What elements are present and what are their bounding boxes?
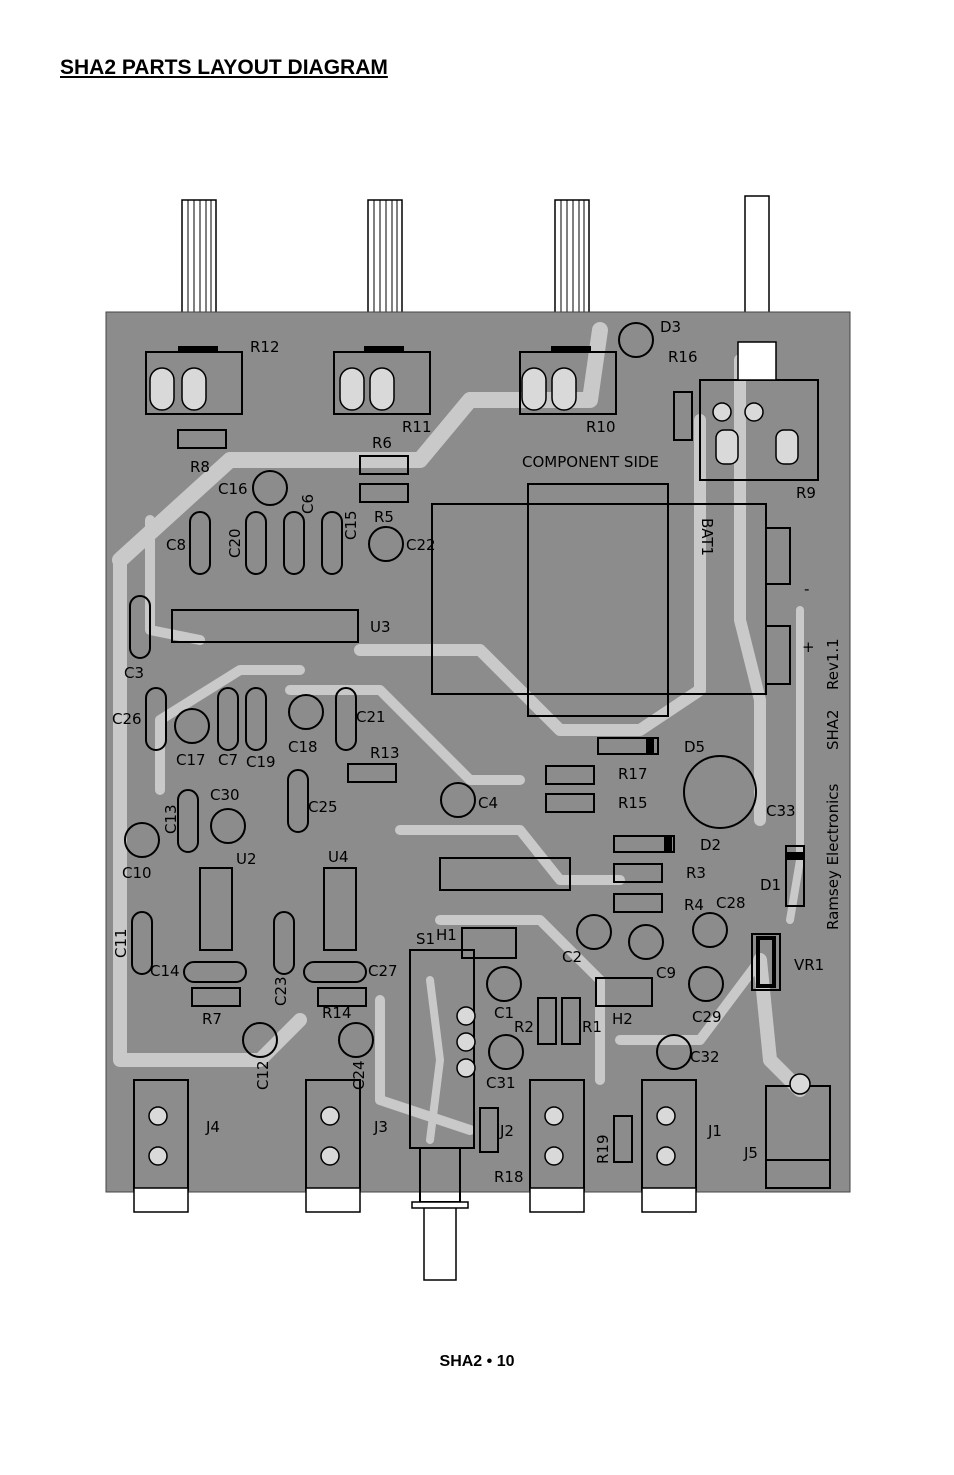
label-r15: R15 [618, 794, 648, 812]
diodes [597, 322, 805, 907]
label-c2: C2 [562, 948, 582, 966]
label-j4: J4 [205, 1118, 220, 1136]
label-u4: U4 [328, 848, 349, 866]
label-c19: C19 [246, 753, 276, 771]
label-h2: H2 [612, 1010, 633, 1028]
label-r3: R3 [686, 864, 706, 882]
label-r13: R13 [370, 744, 400, 762]
label-vr1: VR1 [794, 956, 824, 974]
label-c21: C21 [356, 708, 386, 726]
label-plus: + [802, 638, 815, 656]
label-h1: H1 [436, 926, 457, 944]
label-revision: Rev1.1 [824, 638, 842, 690]
label-c12: C12 [254, 1060, 272, 1090]
label-r19: R19 [594, 1134, 612, 1164]
label-brand: Ramsey Electronics [824, 783, 842, 930]
label-c6: C6 [299, 494, 317, 514]
label-j1: J1 [707, 1122, 722, 1140]
label-r1: R1 [582, 1018, 602, 1036]
label-d1: D1 [760, 876, 781, 894]
label-c7: C7 [218, 751, 238, 769]
label-c14: C14 [150, 962, 180, 980]
page-title: SHA2 PARTS LAYOUT DIAGRAM [60, 56, 388, 79]
label-r8: R8 [190, 458, 210, 476]
label-c15: C15 [342, 510, 360, 540]
label-c17: C17 [176, 751, 206, 769]
label-c33: C33 [766, 802, 796, 820]
label-u3: U3 [370, 618, 391, 636]
pot-r9 [699, 341, 819, 481]
label-c31: C31 [486, 1074, 516, 1092]
label-s1: S1 [416, 930, 435, 948]
label-d5: D5 [684, 738, 705, 756]
label-c3: C3 [124, 664, 144, 682]
label-r18: R18 [494, 1168, 524, 1186]
capacitors [124, 470, 757, 1070]
label-d2: D2 [700, 836, 721, 854]
label-c23: C23 [272, 976, 290, 1006]
jacks [133, 1073, 831, 1213]
label-c29: C29 [692, 1008, 722, 1026]
label-j3: J3 [373, 1118, 388, 1136]
label-c24: C24 [350, 1060, 368, 1090]
label-c20: C20 [226, 528, 244, 558]
label-u2: U2 [236, 850, 257, 868]
label-d3: D3 [660, 318, 681, 336]
label-model: SHA2 [824, 709, 842, 750]
component-labels: R12 R11 R10 D3 R16 R9 R8 R6 R5 COMPONENT… [112, 318, 842, 1186]
label-c9: C9 [656, 964, 676, 982]
label-c4: C4 [478, 794, 498, 812]
label-c11: C11 [112, 928, 130, 958]
label-r4: R4 [684, 896, 704, 914]
label-c25: C25 [308, 798, 338, 816]
label-r12: R12 [250, 338, 280, 356]
label-r10: R10 [586, 418, 616, 436]
integrated-circuits [171, 609, 571, 951]
resistors [177, 391, 693, 1163]
copper-traces [112, 322, 807, 1144]
label-c1: C1 [494, 1004, 514, 1022]
label-r2: R2 [514, 1018, 534, 1036]
page-footer: SHA2 • 10 [439, 1353, 515, 1370]
label-r17: R17 [618, 765, 648, 783]
label-r7: R7 [202, 1010, 222, 1028]
label-c32: C32 [690, 1048, 720, 1066]
label-c16: C16 [218, 480, 248, 498]
label-r14: R14 [322, 1004, 352, 1022]
label-j2: J2 [499, 1122, 514, 1140]
potentiometers [145, 346, 617, 415]
label-c26: C26 [112, 710, 142, 728]
label-r9: R9 [796, 484, 816, 502]
regulator-headers-switch [409, 927, 781, 1281]
label-c27: C27 [368, 962, 398, 980]
label-c28: C28 [716, 894, 746, 912]
label-r16: R16 [668, 348, 698, 366]
label-c22: C22 [406, 536, 436, 554]
label-c18: C18 [288, 738, 318, 756]
label-j5: J5 [743, 1144, 758, 1162]
label-r5: R5 [374, 508, 394, 526]
label-minus: - [804, 580, 809, 598]
label-c13: C13 [162, 804, 180, 834]
label-component-side: COMPONENT SIDE [522, 453, 659, 471]
label-r6: R6 [372, 434, 392, 452]
label-c8: C8 [166, 536, 186, 554]
label-c30: C30 [210, 786, 240, 804]
label-bat1: BAT1 [698, 518, 716, 556]
label-r11: R11 [402, 418, 432, 436]
label-c10: C10 [122, 864, 152, 882]
battery-bat1 [431, 483, 791, 717]
